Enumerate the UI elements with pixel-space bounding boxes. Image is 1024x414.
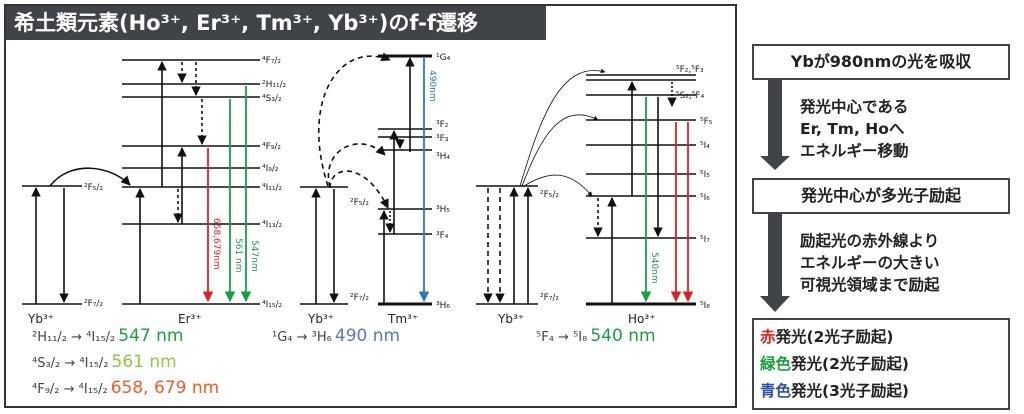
level-label: ⁵F₅ [700, 117, 713, 127]
level-label: ³H₆ [436, 301, 450, 311]
level-label: ⁴I₁₁/₂ [262, 183, 283, 193]
level-label: ⁵I₅ [700, 170, 710, 180]
yb3-transfer-arrow-3 [523, 174, 593, 197]
level-label: ²F₅/₂ [84, 183, 103, 193]
flow-step-absorb: Ybが980nmの光を吸収 [752, 44, 1010, 80]
flow-arrow-shaft-2 [768, 214, 782, 298]
level-label: ¹G₄ [436, 53, 451, 63]
level-label: ⁵F₂,⁵F₃ [676, 65, 704, 75]
yb3-transfer-arrow-1 [519, 68, 606, 187]
flow-arrow-head-2 [760, 296, 790, 312]
level-label: ⁴I₁₅/₂ [262, 300, 283, 310]
result-blue: 青色発光(3光子励起) [760, 382, 909, 400]
yb3-transfer-arrow-2 [521, 114, 599, 187]
level-label: ³H₄ [436, 152, 450, 162]
level-label: ⁴F₉/₂ [262, 142, 281, 152]
emission-label-tm-blue: 490nm [427, 70, 437, 102]
flow-arrow-head-1 [760, 156, 790, 170]
level-label: ⁵I₆ [700, 193, 710, 203]
level-label: ²F₇/₂ [540, 293, 559, 303]
level-label: ⁵I₇ [700, 235, 710, 245]
level-label: ⁴F₇/₂ [262, 56, 281, 66]
level-label: ⁴I₉/₂ [262, 164, 279, 174]
level-label: ³F₂ [436, 120, 449, 130]
group-label-yb2: Yb³⁺ [307, 312, 334, 326]
result-red: 赤発光(2光子励起) [760, 328, 894, 346]
yb2-transfer-arrow-2 [327, 143, 386, 188]
level-label: ⁵S₂,⁵F₄ [676, 91, 705, 101]
group-label-yb1: Yb³⁺ [27, 312, 54, 326]
level-label: ³H₅ [436, 205, 450, 215]
level-label: ⁴S₃/₂ [262, 94, 282, 104]
group-label-ho: Ho³⁺ [628, 312, 656, 326]
level-label: ³F₄ [436, 231, 449, 241]
emission-label-ho-green: 540nm [649, 252, 659, 284]
yb2-transfer-arrow-3 [329, 170, 389, 209]
emission-results-box: 赤発光(2光子励起) 緑色発光(2光子励起) 青色発光(3光子励起) [752, 318, 1010, 410]
level-label: ²F₅/₂ [350, 198, 369, 208]
level-label: ⁵I₈ [700, 301, 710, 311]
page-title: 希土類元素(Ho³⁺, Er³⁺, Tm³⁺, Yb³⁺)のf-f遷移 [6, 6, 546, 40]
emission-label-er-red: 658,679nm [211, 218, 221, 270]
level-label: ²F₇/₂ [350, 293, 369, 303]
emission-label-er-green-1: 561 nm [233, 238, 243, 273]
group-label-yb3: Yb³⁺ [497, 312, 524, 326]
group-label-er: Er³⁺ [178, 312, 202, 326]
flow-step-multiphoton: 発光中心が多光子励起 [752, 178, 1010, 214]
level-label: ⁵I₄ [700, 141, 710, 151]
group-label-tm: Tm³⁺ [387, 312, 418, 326]
level-label: ³F₃ [436, 134, 449, 144]
level-label: ²F₅/₂ [540, 190, 559, 200]
yb2-transfer-arrow-1 [318, 52, 391, 187]
flow-desc-excite: 励起光の赤外線よりエネルギーの大きい可視光領域まで励起 [800, 232, 940, 294]
level-label: ²F₇/₂ [84, 299, 103, 309]
level-label: ²H₁₁/₂ [262, 80, 287, 90]
emission-label-er-green-2: 547nm [249, 240, 259, 272]
result-green: 緑色発光(2光子励起) [760, 355, 909, 373]
energy-diagram-panel [4, 4, 737, 408]
level-label: ⁴I₁₃/₂ [262, 220, 283, 230]
flow-arrow-shaft-1 [768, 80, 782, 158]
yb1-transfer-arrow [49, 167, 131, 187]
